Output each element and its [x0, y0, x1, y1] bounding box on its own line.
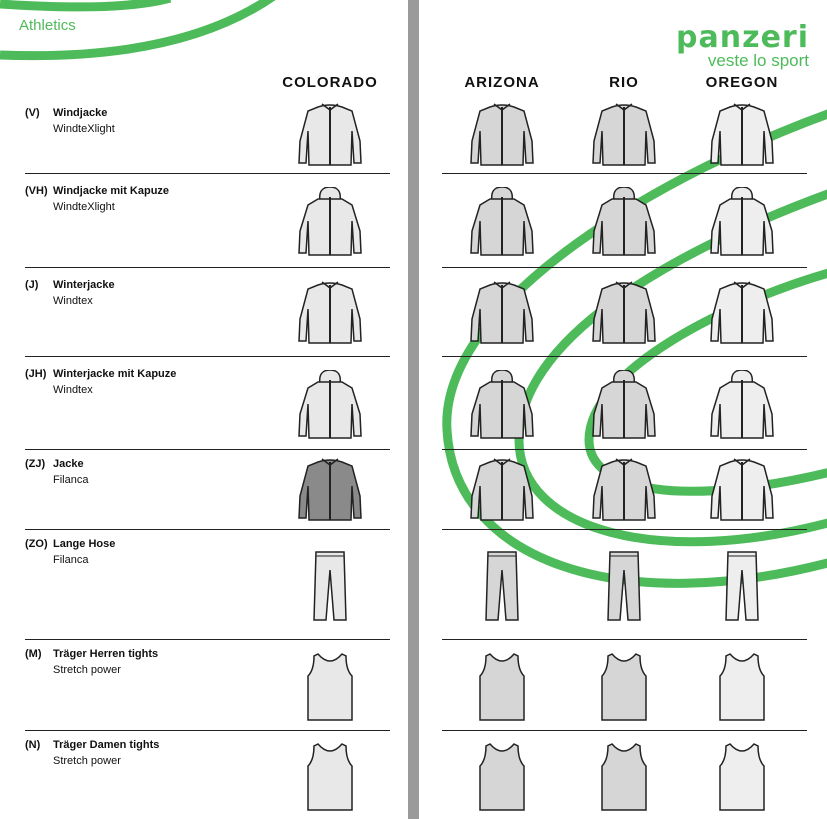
colorado-tank-illustration: [296, 652, 364, 727]
column-header-colorado: COLORADO: [282, 74, 378, 91]
right-page: panzeri veste lo sport ARIZONA RIO OREGON: [419, 0, 827, 819]
rio-pants-illustration: [590, 550, 658, 627]
row-divider: [25, 449, 390, 450]
oregon-hood-illustration: [708, 186, 776, 262]
row-material: Filanca: [53, 474, 89, 486]
row-material: Filanca: [53, 554, 89, 566]
oregon-jacket-illustration: [708, 279, 776, 354]
arizona-jacket-illustration: [468, 456, 536, 531]
row-name: Windjacke mit Kapuze: [53, 185, 170, 197]
oregon-pants-illustration: [708, 550, 776, 627]
oregon-jacket-illustration: [708, 101, 776, 176]
rio-tank-illustration: [590, 742, 658, 817]
row-divider: [442, 529, 807, 530]
logo-tagline: veste lo sport: [707, 51, 809, 70]
oregon-tank-illustration: [708, 742, 776, 817]
row-divider: [25, 639, 390, 640]
rio-jacket-illustration: [590, 279, 658, 354]
arizona-jacket-illustration: [468, 279, 536, 354]
row-divider: [25, 356, 390, 357]
colorado-tank-illustration: [296, 742, 364, 817]
row-code: (ZJ): [25, 458, 46, 470]
row-divider: [442, 449, 807, 450]
column-header-arizona: ARIZONA: [464, 74, 540, 91]
colorado-hood-illustration: [296, 186, 364, 262]
rio-jacket-illustration: [590, 456, 658, 531]
colorado-hood-illustration: [296, 368, 364, 445]
row-name: Winterjacke mit Kapuze: [53, 368, 177, 380]
colorado-jacket-illustration: [296, 279, 364, 354]
column-header-oregon: OREGON: [705, 74, 779, 91]
arizona-hood-illustration: [468, 186, 536, 262]
row-name: Windjacke: [53, 107, 108, 119]
row-material: Windtex: [53, 384, 93, 396]
arizona-tank-illustration: [468, 742, 536, 817]
row-material: WindteXlight: [53, 201, 115, 213]
rio-tank-illustration: [590, 652, 658, 727]
panzeri-logo: panzeri veste lo sport: [676, 20, 809, 70]
arizona-pants-illustration: [468, 550, 536, 627]
row-divider: [25, 267, 390, 268]
row-code: (J): [25, 279, 39, 291]
section-title: Athletics: [19, 17, 76, 34]
row-divider: [442, 173, 807, 174]
green-arc-decoration: [0, 0, 276, 61]
row-divider: [25, 730, 390, 731]
row-material: Stretch power: [53, 664, 121, 676]
row-divider: [442, 730, 807, 731]
row-code: (M): [25, 648, 42, 660]
row-code: (VH): [25, 185, 48, 197]
oregon-jacket-illustration: [708, 456, 776, 531]
row-name: Lange Hose: [53, 538, 116, 550]
colorado-jacket-illustration: [296, 456, 364, 531]
row-divider: [25, 173, 390, 174]
row-material: WindteXlight: [53, 123, 115, 135]
arizona-hood-illustration: [468, 368, 536, 445]
row-name: Winterjacke: [53, 279, 115, 291]
row-divider: [442, 356, 807, 357]
row-code: (N): [25, 739, 41, 751]
rio-hood-illustration: [590, 368, 658, 445]
row-name: Träger Damen tights: [53, 739, 160, 751]
rio-hood-illustration: [590, 186, 658, 262]
colorado-jacket-illustration: [296, 101, 364, 176]
row-name: Träger Herren tights: [53, 648, 159, 660]
row-divider: [25, 529, 390, 530]
colorado-pants-illustration: [296, 550, 364, 627]
oregon-hood-illustration: [708, 368, 776, 445]
row-code: (ZO): [25, 538, 48, 550]
row-name: Jacke: [53, 458, 84, 470]
row-divider: [442, 639, 807, 640]
row-material: Stretch power: [53, 755, 121, 767]
row-code: (JH): [25, 368, 47, 380]
logo-brand: panzeri: [676, 20, 809, 55]
rio-jacket-illustration: [590, 101, 658, 176]
row-code: (V): [25, 107, 40, 119]
oregon-tank-illustration: [708, 652, 776, 727]
arizona-tank-illustration: [468, 652, 536, 727]
row-material: Windtex: [53, 295, 93, 307]
arizona-jacket-illustration: [468, 101, 536, 176]
row-divider: [442, 267, 807, 268]
column-header-rio: RIO: [609, 74, 639, 91]
